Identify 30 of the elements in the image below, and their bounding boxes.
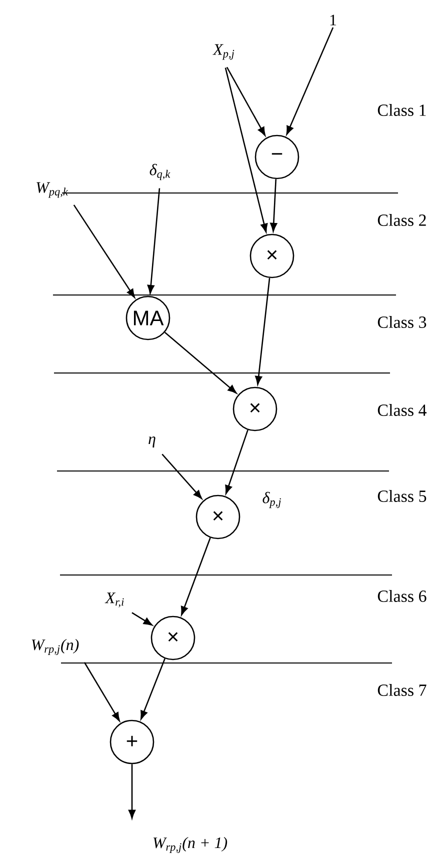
variable-label: X$_{r,i}$: [104, 592, 124, 608]
class-label: Class 4: [378, 404, 427, 416]
arrow: [128, 764, 136, 819]
variable-label: W$_{rp,j}$(n + 1): [153, 836, 228, 854]
variable-label: δ$_{q,k}$: [150, 164, 170, 180]
arrow: [147, 188, 160, 294]
class-label: Class 7: [378, 684, 426, 696]
class-label: Class 1: [378, 104, 426, 116]
arrow: [180, 538, 211, 616]
variable-label: X$_{p,j}$: [212, 44, 234, 60]
variable-label: η: [148, 436, 156, 448]
class-label: Class 2: [378, 214, 426, 226]
arrow: [224, 68, 268, 232]
arrow: [73, 204, 135, 298]
edge-label: δ$_{p,j}$: [262, 492, 281, 508]
arrow: [286, 27, 334, 135]
variable-label: 1: [330, 14, 336, 26]
arrow: [140, 658, 166, 720]
arrow: [270, 179, 278, 232]
arrow: [226, 66, 266, 136]
class-label: Class 3: [378, 316, 426, 328]
arrow: [132, 612, 152, 626]
arrow: [164, 332, 237, 394]
arrow: [162, 454, 202, 500]
arrow: [225, 430, 248, 494]
variable-label: W$_{rp,j}$(n): [32, 638, 79, 656]
arrow: [84, 662, 120, 722]
class-label: Class 5: [378, 490, 426, 502]
class-label: Class 6: [378, 590, 426, 602]
arrow: [255, 278, 270, 385]
